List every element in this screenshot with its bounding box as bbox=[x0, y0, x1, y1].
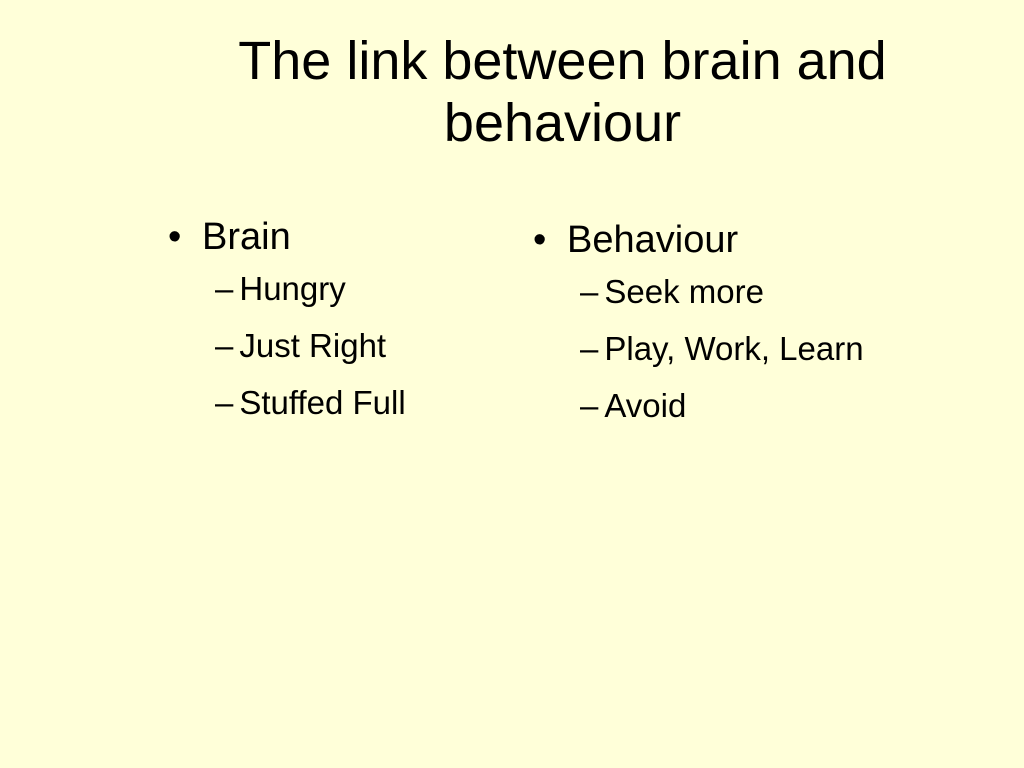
sub-bullet-label: Play, Work, Learn bbox=[604, 330, 864, 367]
sub-bullet-seek-more: – Seek more bbox=[580, 273, 963, 311]
dash-icon: – bbox=[580, 387, 599, 424]
brain-column: • Brain – Hungry – Just Right – Stuffed … bbox=[168, 214, 498, 441]
bullet-label: Behaviour bbox=[567, 219, 739, 261]
sub-bullet-hungry: – Hungry bbox=[215, 270, 498, 308]
sub-bullet-just-right: – Just Right bbox=[215, 327, 498, 365]
sub-bullet-label: Stuffed Full bbox=[239, 384, 406, 421]
bullet-brain: • Brain bbox=[168, 214, 498, 260]
bullet-behaviour: • Behaviour bbox=[533, 217, 963, 263]
dash-icon: – bbox=[215, 384, 234, 421]
sub-bullet-label: Avoid bbox=[604, 387, 687, 424]
slide-title: The link between brain and behaviour bbox=[238, 31, 887, 153]
dash-icon: – bbox=[580, 273, 599, 310]
behaviour-column: • Behaviour – Seek more – Play, Work, Le… bbox=[533, 217, 963, 444]
dash-icon: – bbox=[215, 327, 234, 364]
sub-bullet-label: Seek more bbox=[604, 273, 764, 310]
sub-bullet-label: Just Right bbox=[239, 327, 387, 364]
bullet-icon: • bbox=[533, 219, 547, 261]
bullet-icon: • bbox=[168, 216, 182, 258]
sub-bullet-avoid: – Avoid bbox=[580, 387, 963, 425]
sub-bullet-label: Hungry bbox=[239, 270, 346, 307]
dash-icon: – bbox=[215, 270, 234, 307]
bullet-label: Brain bbox=[202, 216, 291, 258]
sub-bullet-stuffed-full: – Stuffed Full bbox=[215, 384, 498, 422]
dash-icon: – bbox=[580, 330, 599, 367]
sub-bullet-play-work-learn: – Play, Work, Learn bbox=[580, 330, 963, 368]
